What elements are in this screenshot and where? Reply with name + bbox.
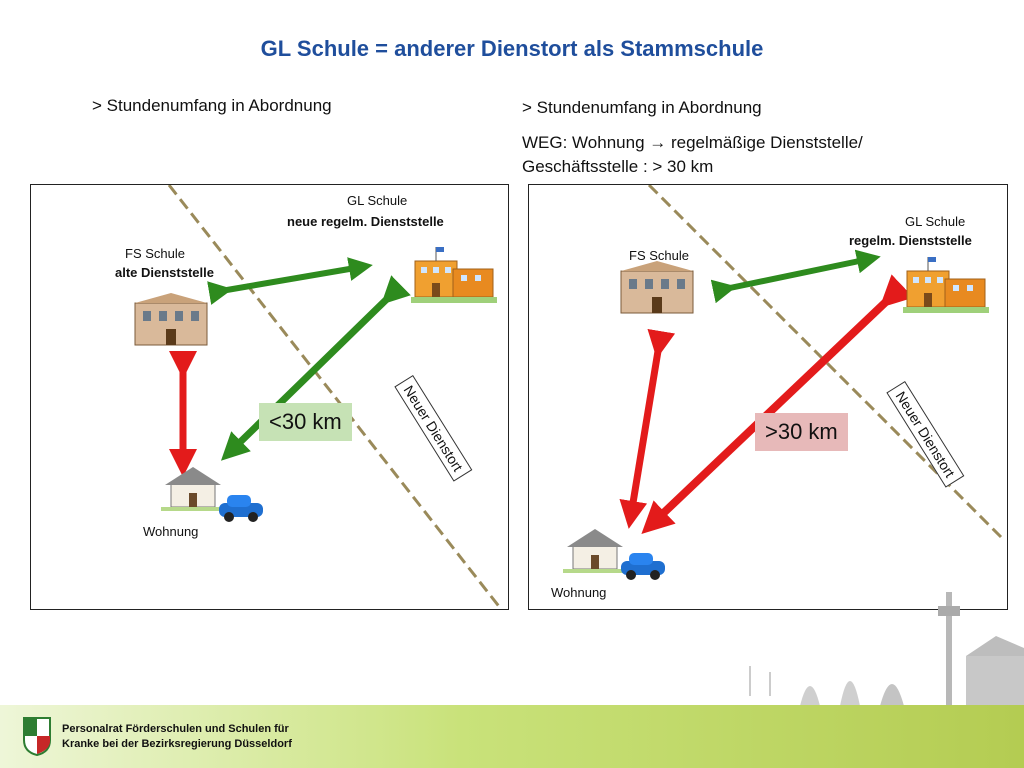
right-home-label: Wohnung <box>551 585 607 600</box>
car-icon <box>621 553 665 580</box>
house-icon <box>161 467 231 511</box>
footer-line-2: Kranke bei der Bezirksregierung Düsseldo… <box>62 738 292 750</box>
right-distance-badge: >30 km <box>755 413 848 451</box>
footer-text: Personalrat Förderschulen und Schulen fü… <box>62 722 292 752</box>
right-diagram <box>563 185 1003 580</box>
left-new-office-label: neue regelm. Dienststelle <box>287 214 444 229</box>
car-icon <box>219 495 263 522</box>
left-boundary-line <box>167 185 503 609</box>
new-school-building-icon <box>411 247 497 303</box>
left-diagram <box>134 185 503 609</box>
skyline-decoration <box>749 592 1024 706</box>
weg-line-2: Geschäftsstelle : > 30 km <box>522 157 714 176</box>
left-gl-school-label: GL Schule <box>347 193 408 208</box>
right-heading: > Stundenumfang in Abordnung <box>522 98 762 117</box>
left-arrow-home-new <box>220 275 411 461</box>
right-arrow-home-old <box>619 328 676 529</box>
left-old-office-label: alte Dienststelle <box>115 265 214 280</box>
left-panel: GL Schule neue regelm. Dienststelle FS S… <box>30 184 509 610</box>
weg-line-1: WEG: Wohnung → regelmäßige Dienststelle/ <box>522 133 863 152</box>
right-new-office-label: regelm. Dienststelle <box>849 233 972 248</box>
right-gl-school-label: GL Schule <box>905 214 966 229</box>
old-school-building-icon <box>620 261 694 314</box>
nrw-crest-icon <box>23 717 51 756</box>
right-fs-school-label: FS Schule <box>629 248 689 263</box>
page-title: GL Schule = anderer Dienstort als Stamms… <box>260 36 764 61</box>
left-distance-badge: <30 km <box>259 403 352 441</box>
footer-line-1: Personalrat Förderschulen und Schulen fü… <box>62 723 289 735</box>
left-heading: > Stundenumfang in Abordnung <box>92 96 332 115</box>
new-school-building-icon <box>903 257 989 313</box>
left-home-label: Wohnung <box>143 524 199 539</box>
footer-band <box>0 705 1024 768</box>
house-icon <box>563 529 633 573</box>
left-fs-school-label: FS Schule <box>125 246 185 261</box>
old-school-building-icon <box>134 293 208 346</box>
right-arrow-home-new <box>641 274 914 535</box>
right-arrow-schools <box>710 249 881 304</box>
right-panel: GL Schule regelm. Dienststelle FS Schule… <box>528 184 1008 610</box>
